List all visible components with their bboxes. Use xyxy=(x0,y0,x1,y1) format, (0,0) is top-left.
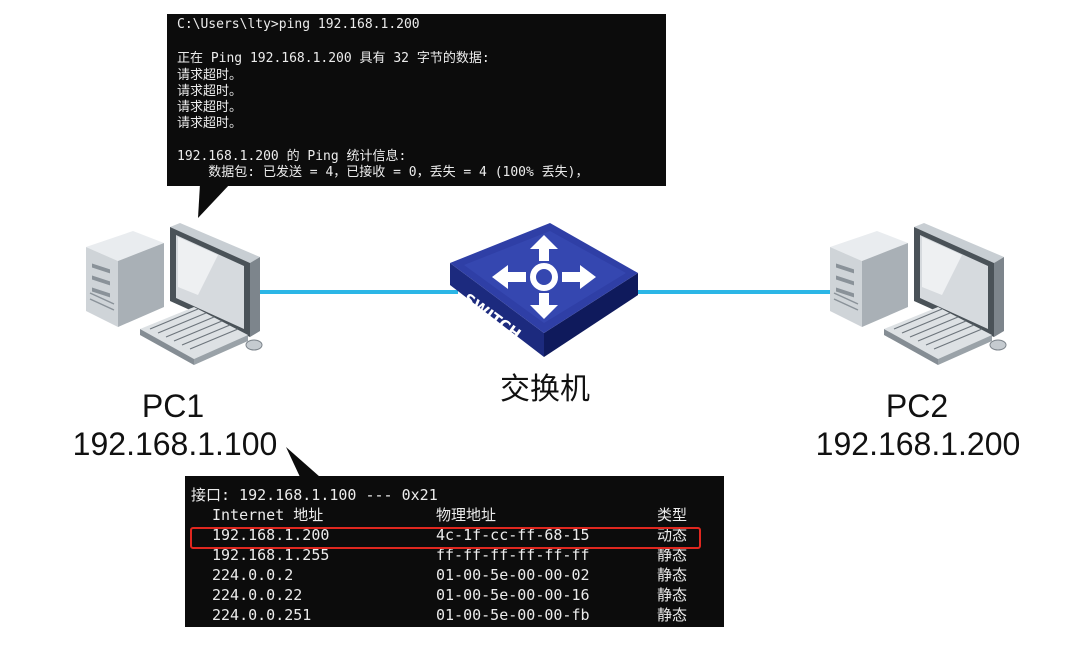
arp-interface-line: 接口: 192.168.1.100 --- 0x21 xyxy=(191,486,438,504)
arp-row-mac: 01-00-5e-00-00-16 xyxy=(436,586,590,604)
terminal-line: 正在 Ping 192.168.1.200 具有 32 字节的数据: xyxy=(177,51,490,66)
arp-row-mac: 01-00-5e-00-00-fb xyxy=(436,606,590,624)
arp-highlight-box xyxy=(190,527,701,549)
arp-row-type: 动态 xyxy=(657,526,688,544)
arp-row-mac: ff-ff-ff-ff-ff-ff xyxy=(436,546,590,564)
arp-row-ip: 192.168.1.200 xyxy=(212,526,330,544)
arp-header-mac: 物理地址 xyxy=(436,506,497,524)
arp-row-ip: 224.0.0.22 xyxy=(212,586,303,604)
arp-row-ip: 224.0.0.251 xyxy=(212,606,312,624)
switch-icon: SWITCH xyxy=(450,223,638,357)
arp-row-type: 静态 xyxy=(657,566,688,584)
arp-row-type: 静态 xyxy=(657,586,688,604)
terminal-line: 请求超时。 xyxy=(177,84,243,99)
arp-row-mac: 4c-1f-cc-ff-68-15 xyxy=(436,526,590,544)
arp-row-type: 静态 xyxy=(657,546,688,564)
link-pc1-switch xyxy=(258,290,458,294)
pc2-name: PC2 xyxy=(885,388,949,424)
terminal-line: 请求超时。 xyxy=(177,116,243,131)
arp-header-ip: Internet 地址 xyxy=(212,506,324,524)
arp-callout-tail xyxy=(286,447,320,477)
arp-row-ip: 224.0.0.2 xyxy=(212,566,294,584)
terminal-line: 数据包: 已发送 = 4，已接收 = 0，丢失 = 4 (100% 丢失)， xyxy=(177,165,589,180)
switch-label: 交换机 xyxy=(500,372,590,407)
pc2-ip: 192.168.1.200 xyxy=(815,426,1021,462)
arp-row-type: 静态 xyxy=(657,606,688,624)
arp-header-type: 类型 xyxy=(657,506,688,524)
arp-row-ip: 192.168.1.255 xyxy=(212,546,330,564)
ping-callout-tail xyxy=(198,184,230,218)
pc1-computer-icon xyxy=(86,223,263,365)
pc1-name: PC1 xyxy=(141,388,205,424)
pc1-ip: 192.168.1.100 xyxy=(72,426,278,462)
ping-terminal: C:\Users\lty>ping 192.168.1.200 正在 Ping … xyxy=(167,14,666,186)
terminal-line: 请求超时。 xyxy=(177,68,243,83)
terminal-line: C:\Users\lty>ping 192.168.1.200 xyxy=(177,17,420,32)
link-switch-pc2 xyxy=(635,290,835,294)
arp-terminal: 接口: 192.168.1.100 --- 0x21 Internet 地址 物… xyxy=(185,476,724,627)
terminal-line: 192.168.1.200 的 Ping 统计信息: xyxy=(177,149,407,164)
pc2-computer-icon xyxy=(830,223,1007,365)
terminal-line: 请求超时。 xyxy=(177,100,243,115)
arp-row-mac: 01-00-5e-00-00-02 xyxy=(436,566,590,584)
